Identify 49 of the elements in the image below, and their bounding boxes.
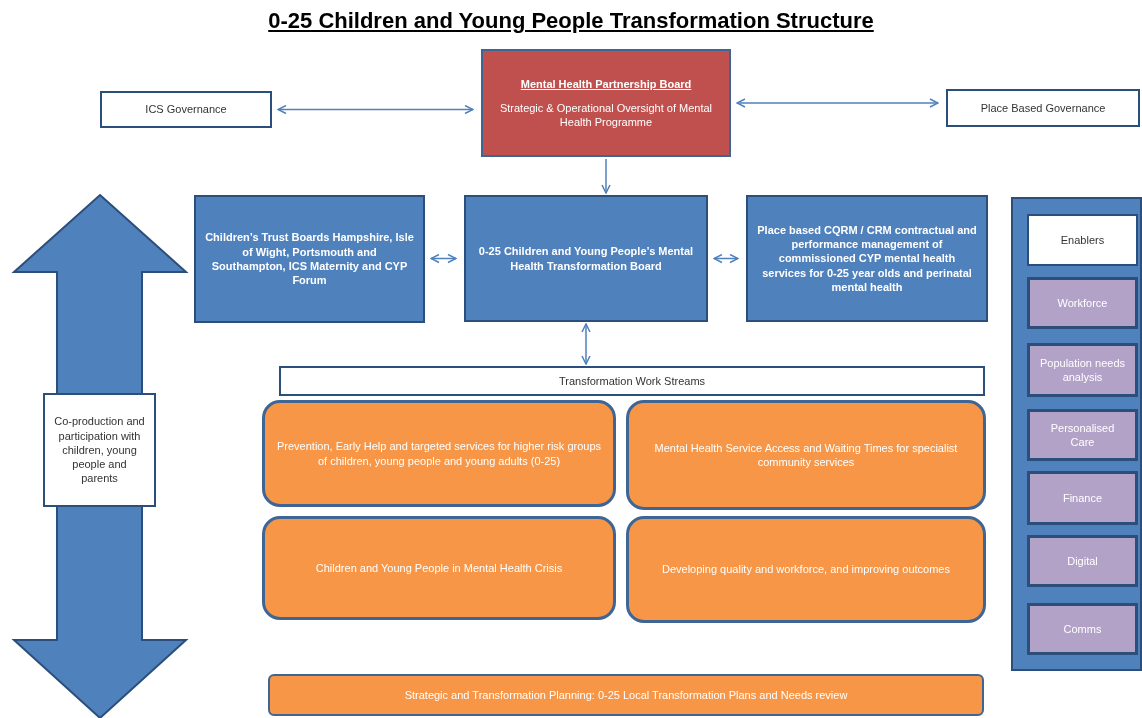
node-text: Place based CQRM / CRM contractual and performance management of commissioned CYP mental health services for 0-25 year olds and perinatal mental health — [756, 222, 978, 295]
node-text: Strategic and Transformation Planning: 0-25 Local Transformation Plans and Needs review — [404, 687, 848, 703]
node-text: Comms — [1063, 621, 1102, 637]
enabler-box — [1027, 471, 1138, 525]
workstream-box — [626, 516, 986, 623]
board-box — [464, 195, 708, 322]
node-text: Personalised Care — [1049, 420, 1116, 450]
label-box — [43, 393, 156, 507]
arrow — [430, 253, 457, 264]
enabler-box — [1027, 603, 1138, 655]
node-text: Children’s Trust Boards Hampshire, Isle of Wight, Portsmouth and Southampton, ICS Maternity and CYP Forum — [204, 230, 415, 288]
node-text: Population needs analysis — [1039, 355, 1126, 385]
workstream-box — [262, 400, 616, 507]
label-box — [279, 366, 985, 396]
arrow — [277, 104, 474, 115]
heading: Mental Health Partnership Board — [520, 76, 692, 91]
node-text: Place Based Governance — [980, 100, 1106, 116]
label-box — [100, 91, 272, 128]
node-text: Transformation Work Streams — [558, 373, 706, 389]
node-text: Strategic & Operational Oversight of Mental Health Programme — [498, 100, 714, 130]
workstream-box — [262, 516, 616, 620]
label-box — [946, 89, 1140, 127]
arrow — [581, 323, 591, 365]
node-text: ICS Governance — [145, 102, 227, 117]
node-text: Enablers — [1060, 232, 1105, 248]
enablers-panel — [1011, 197, 1142, 671]
enabler-box — [1027, 343, 1138, 397]
node-text: Prevention, Early Help and targeted services for higher risk groups of children, young people and young adults (0-25) — [275, 439, 603, 468]
board-box — [481, 49, 731, 157]
arrow — [736, 98, 939, 108]
arrow — [713, 253, 739, 264]
node-text: Children and Young People in Mental Health Crisis — [315, 560, 563, 576]
board-box — [194, 195, 425, 323]
node-text: 0-25 Children and Young People’s Mental Health Transformation Board — [477, 244, 695, 273]
node-text: Workforce — [1057, 295, 1108, 311]
enabler-box — [1027, 409, 1138, 461]
label-box — [1027, 214, 1138, 266]
enabler-box — [1027, 277, 1138, 329]
node-text: Developing quality and workforce, and improving outcomes — [662, 562, 950, 577]
title: 0-25 Children and Young People Transformation Structure — [267, 8, 875, 34]
arrow — [601, 158, 611, 194]
node-text: Digital — [1067, 553, 1098, 569]
board-box — [746, 195, 988, 322]
workstream-box — [626, 400, 986, 510]
planning-bar — [268, 674, 984, 716]
node-text: Co-production and participation with children, young people and parents — [53, 414, 146, 486]
enabler-box — [1027, 535, 1138, 587]
node-text: Finance — [1062, 490, 1103, 506]
node-text: Mental Health Service Access and Waiting Times for specialist community services — [653, 440, 959, 470]
